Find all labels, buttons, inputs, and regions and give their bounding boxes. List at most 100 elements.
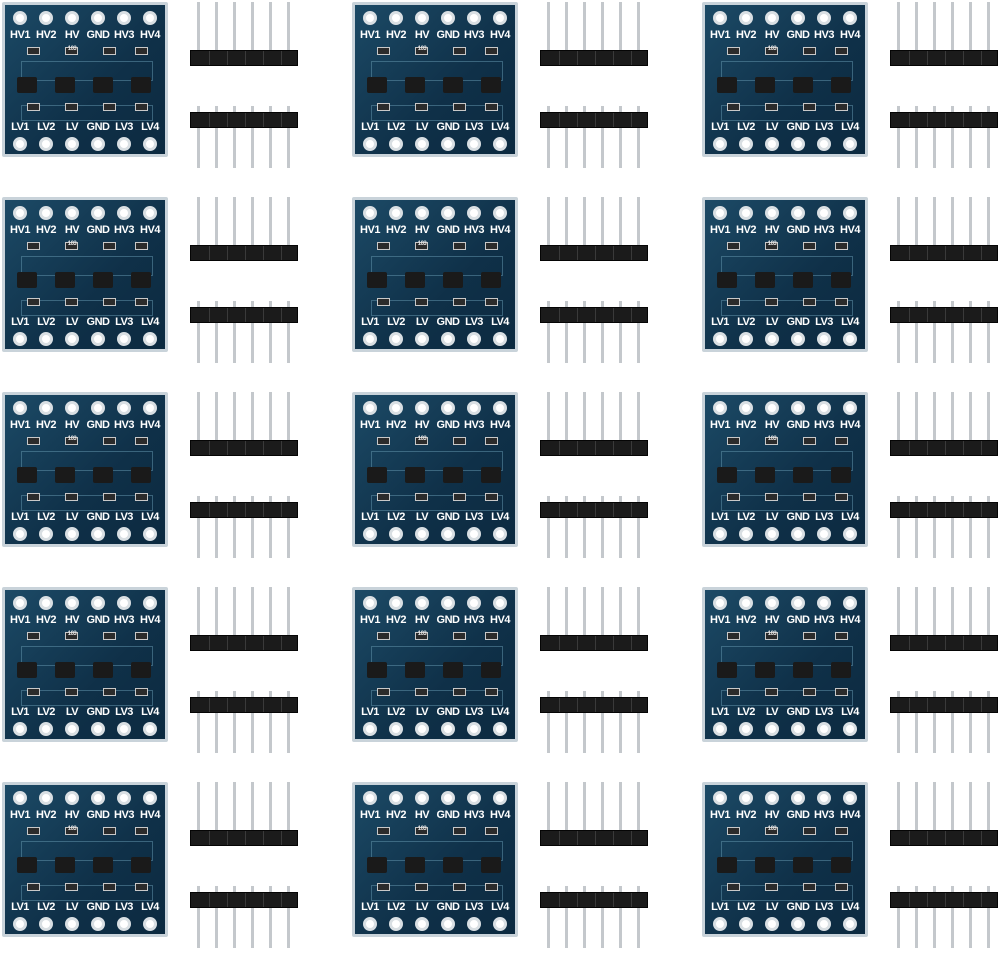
smd-resistor [803,437,816,445]
pin-label-lv4: LV4 [141,121,159,133]
smd-resistor [835,47,848,55]
header-pin [915,301,918,363]
header-pin [565,691,568,753]
board-trace [371,646,503,666]
pin-label-lv: LV [415,316,429,328]
pin-label-hv3: HV3 [114,419,134,431]
mosfet-transistor [831,77,851,93]
smd-resistor [453,827,466,835]
pin-header-top [540,2,648,72]
smd-resistor [765,298,778,306]
pin-label-lv4: LV4 [141,316,159,328]
header-pin [933,2,936,58]
header-pin [197,587,200,643]
header-plastic-block [190,830,298,846]
header-pin [619,886,622,948]
pin-label-gnd: GND [436,809,460,821]
solder-pad-hole [817,722,831,736]
header-pin [565,886,568,948]
solder-pad-hole [843,596,857,610]
smd-resistor [835,298,848,306]
mosfet-transistor [55,467,75,483]
solder-pad-hole [91,137,105,151]
mosfet-transistor [481,662,501,678]
solder-pad-hole [363,917,377,931]
header-pin [287,886,290,948]
solder-pad-hole [143,527,157,541]
solder-pad-hole [91,206,105,220]
smd-resistor [453,47,466,55]
smd-resistor [803,47,816,55]
header-plastic-block [890,635,998,651]
header-plastic-block [890,112,998,128]
resistor-marking: 103 [417,436,427,442]
header-pin [269,2,272,58]
pin-header-top [540,392,648,462]
mosfet-transistor [405,77,425,93]
solder-pad-hole [467,206,481,220]
smd-resistor [415,883,428,891]
pin-label-lv3: LV3 [115,511,133,523]
pin-label-lv3: LV3 [465,901,483,913]
solder-pad-hole [493,332,507,346]
smd-resistor [803,298,816,306]
header-pin [215,782,218,838]
solder-pad-hole [143,332,157,346]
pin-header-bottom [190,98,298,168]
pin-label-lv4: LV4 [841,121,859,133]
pin-label-lv2: LV2 [387,121,405,133]
header-pin [915,106,918,168]
board-trace [721,105,853,121]
solder-pad-hole [791,917,805,931]
header-pin [933,301,936,363]
smd-resistor [103,103,116,111]
smd-resistor [103,493,116,501]
solder-pad-hole [739,137,753,151]
pin-header-top [190,197,298,267]
solder-pad-hole [791,11,805,25]
solder-pad-hole [713,917,727,931]
solder-pad-hole [791,332,805,346]
board-trace [371,451,503,471]
smd-resistor [835,883,848,891]
header-pin [197,197,200,253]
pin-label-hv: HV [414,224,430,236]
pin-label-gnd: GND [436,121,460,133]
solder-pad-hole [143,917,157,931]
pin-label-lv3: LV3 [815,511,833,523]
smd-resistor [103,827,116,835]
header-pin [951,2,954,58]
mosfet-transistor [755,662,775,678]
smd-resistor [485,883,498,891]
smd-resistor [65,883,78,891]
mosfet-transistor [831,467,851,483]
pin-label-hv1: HV1 [710,419,730,431]
smd-resistor [727,493,740,501]
header-pin [197,2,200,58]
pin-label-hv: HV [64,809,80,821]
solder-pad-hole [13,596,27,610]
pin-label-hv3: HV3 [814,29,834,41]
header-pin [547,886,550,948]
solder-pad-hole [13,206,27,220]
pin-label-lv3: LV3 [815,121,833,133]
pin-label-hv1: HV1 [10,29,30,41]
solder-pad-hole [713,11,727,25]
pin-label-gnd: GND [86,614,110,626]
pin-label-lv: LV [415,901,429,913]
smd-resistor [803,688,816,696]
pin-label-lv1: LV1 [361,706,379,718]
pin-label-lv: LV [765,706,779,718]
header-pin [269,392,272,448]
pin-label-lv1: LV1 [711,121,729,133]
header-plastic-block [540,830,648,846]
pin-label-lv2: LV2 [37,316,55,328]
smd-resistor [803,103,816,111]
solder-pad-hole [389,722,403,736]
pin-label-hv3: HV3 [114,809,134,821]
header-pin [601,886,604,948]
